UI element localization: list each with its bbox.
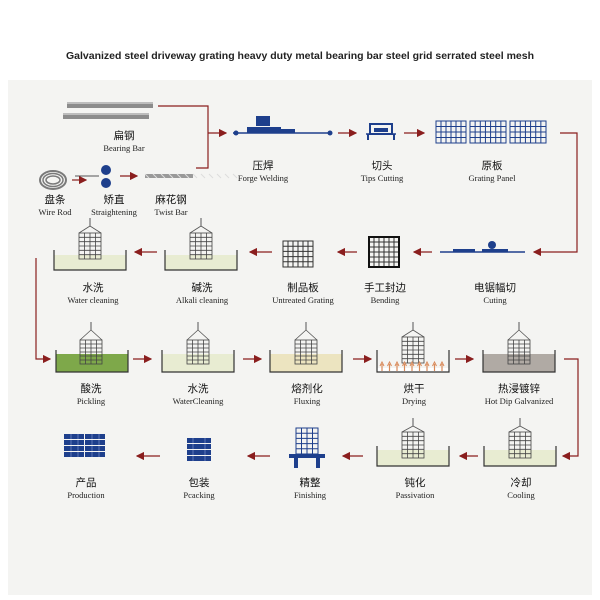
- cutting-en-label: Cuting: [483, 295, 507, 305]
- bearing-bar-en-label: Bearing Bar: [103, 143, 145, 153]
- page-title: Galvanized steel driveway grating heavy …: [65, 50, 534, 62]
- packing-en-label: Pcacking: [183, 490, 215, 500]
- step-straightening: 矫直 Straightening: [59, 194, 169, 218]
- water-cleaning-2-en-label: WaterCleaning: [172, 396, 224, 406]
- passivation-zh-label: 钝化: [404, 477, 426, 489]
- drying-en-label: Drying: [401, 396, 427, 406]
- grating-panel-icon: [435, 120, 547, 144]
- forge-welding-en-label: Forge Welding: [237, 173, 289, 183]
- production-en-label: Production: [67, 490, 105, 500]
- water-cleaning-en-label: Water cleaning: [67, 295, 119, 305]
- alkali-cleaning-zh-label: 碱洗: [191, 282, 213, 294]
- step-packing: 包装 Pcacking: [144, 477, 254, 501]
- passivation-tank-icon: [376, 418, 450, 467]
- fluxing-tank-icon: [269, 322, 343, 373]
- passivation-en-label: Passivation: [395, 490, 435, 500]
- straightening-en-label: Straightening: [91, 207, 137, 217]
- cooling-zh-label: 冷却: [510, 477, 532, 489]
- step-alkali-cleaning: 碱洗 Alkali cleaning: [147, 282, 257, 306]
- step-pickling: 酸洗 Pickling: [36, 383, 146, 407]
- step-twist-bar: 麻花钢 Twist Bar: [116, 194, 226, 218]
- arrow-bearing-to-welding: [158, 105, 209, 169]
- step-hot-dip: 热浸镀锌 Hot Dip Galvanized: [464, 383, 574, 407]
- cutting-saw-icon: [440, 241, 525, 253]
- step-bending: 手工封边 Bending: [330, 282, 440, 306]
- fluxing-zh-label: 熔剂化: [291, 383, 323, 395]
- packing-stack-icon: [187, 438, 211, 461]
- tips-cutting-zh-label: 切头: [371, 160, 393, 172]
- water-tank-icon: [53, 218, 127, 271]
- drying-zh-label: 烘干: [403, 383, 425, 395]
- arrow-panel-to-saw: [532, 132, 578, 257]
- bending-zh-label: 手工封边: [364, 282, 406, 294]
- finishing-zh-label: 精整: [299, 477, 321, 489]
- fluxing-en-label: Fluxing: [293, 396, 321, 406]
- bearing-bar-icon: [63, 102, 153, 119]
- step-cutting: 电锯幅切 Cuting: [440, 282, 550, 306]
- packing-zh-label: 包装: [188, 477, 210, 489]
- flow-arrows: [35, 105, 579, 461]
- step-cooling: 冷却 Cooling: [466, 477, 576, 501]
- water-cleaning-2-zh-label: 水洗: [187, 383, 209, 395]
- step-passivation: 钝化 Passivation: [360, 477, 470, 501]
- forge-welding-icon: [233, 116, 333, 136]
- hot-dip-tank-icon: [482, 322, 556, 373]
- production-zh-label: 产品: [75, 477, 97, 489]
- pickling-tank-icon: [55, 322, 129, 373]
- tips-cutting-icon: [366, 123, 396, 140]
- twist-bar-icon: [144, 173, 238, 179]
- wire-rod-icon: [39, 170, 67, 190]
- pickling-zh-label: 酸洗: [80, 383, 102, 395]
- step-wire-rod: 盘条 Wire Rod: [0, 194, 110, 218]
- straightening-rollers-icon: [75, 165, 111, 188]
- bearing-bar-zh-label: 扁钢: [113, 130, 135, 142]
- production-stack-icon: [64, 434, 105, 457]
- untreated-grating-zh-label: 制品板: [287, 282, 319, 294]
- step-drying: 烘干 Drying: [359, 383, 469, 407]
- step-bearing-bar: 扁钢 Bearing Bar: [69, 130, 179, 154]
- arrow-dip-to-cool: [561, 358, 579, 461]
- step-tips-cutting: 切头 Tips Cutting: [327, 160, 437, 184]
- water-tank-2-icon: [161, 322, 235, 373]
- hot-dip-zh-label: 热浸镀锌: [498, 383, 540, 395]
- water-cleaning-zh-label: 水洗: [82, 282, 104, 294]
- finishing-table-icon: [289, 427, 325, 468]
- step-production: 产品 Production: [31, 477, 141, 501]
- cutting-zh-label: 电锯幅切: [474, 282, 516, 294]
- alkali-cleaning-en-label: Alkali cleaning: [175, 295, 229, 305]
- drying-oven-icon: [376, 322, 450, 373]
- hot-dip-en-label: Hot Dip Galvanized: [484, 396, 554, 406]
- step-forge-welding: 压焊 Forge Welding: [208, 160, 318, 184]
- wire-rod-en-label: Wire Rod: [38, 207, 72, 217]
- bending-grating-icon: [368, 236, 400, 268]
- step-grating-panel: 原板 Grating Panel: [437, 160, 547, 184]
- untreated-grating-icon: [282, 240, 314, 268]
- finishing-en-label: Finishing: [293, 490, 327, 500]
- tips-cutting-en-label: Tips Cutting: [360, 173, 404, 183]
- bending-en-label: Bending: [370, 295, 400, 305]
- grating-panel-zh-label: 原板: [481, 160, 503, 172]
- forge-welding-zh-label: 压焊: [252, 160, 274, 172]
- cooling-en-label: Cooling: [507, 490, 535, 500]
- pickling-en-label: Pickling: [76, 396, 106, 406]
- step-fluxing: 熔剂化 Fluxing: [252, 383, 362, 407]
- step-water-cleaning-2: 水洗 WaterCleaning: [143, 383, 253, 407]
- cooling-tank-icon: [483, 418, 557, 467]
- alkali-tank-icon: [164, 218, 238, 271]
- straightening-zh-label: 矫直: [103, 194, 125, 206]
- wire-rod-zh-label: 盘条: [44, 194, 66, 206]
- grating-panel-en-label: Grating Panel: [468, 173, 516, 183]
- untreated-grating-en-label: Untreated Grating: [272, 295, 334, 305]
- twist-bar-en-label: Twist Bar: [154, 207, 188, 217]
- step-untreated-grating: 制品板 Untreated Grating: [248, 282, 358, 306]
- step-water-cleaning: 水洗 Water cleaning: [38, 282, 148, 306]
- twist-bar-zh-label: 麻花钢: [155, 194, 187, 206]
- step-finishing: 精整 Finishing: [255, 477, 365, 501]
- arrow-water-to-pickling: [35, 258, 52, 364]
